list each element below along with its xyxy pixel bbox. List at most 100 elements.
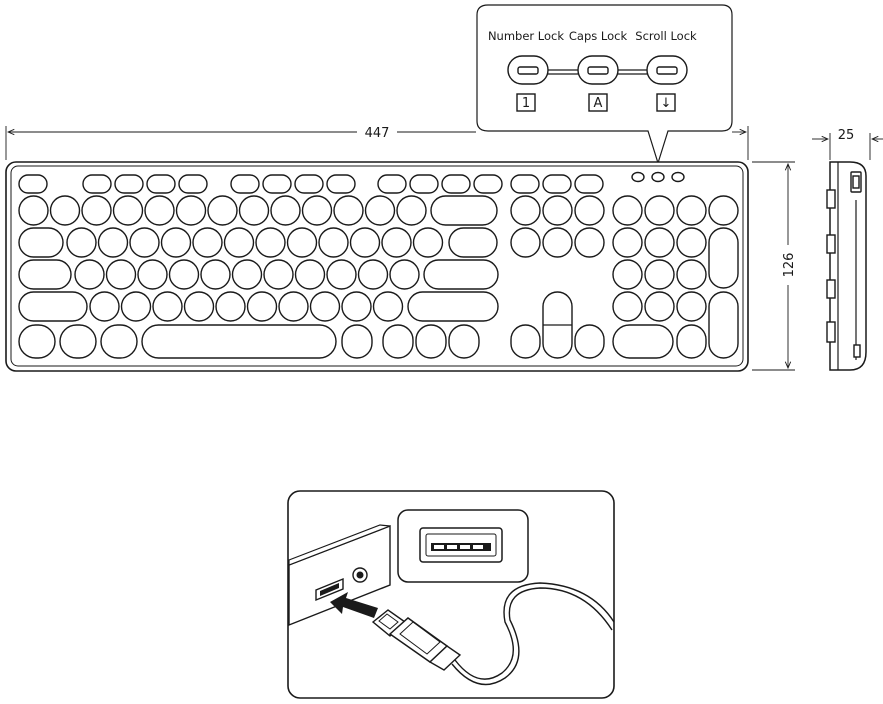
- numpad-key: [677, 228, 706, 257]
- keycap: [575, 228, 604, 257]
- modifier-key: [19, 325, 55, 358]
- numpad-key: [613, 292, 642, 321]
- right-shift-key: [408, 292, 498, 321]
- keycap: [90, 292, 119, 321]
- numpad-key: [677, 196, 706, 225]
- keycap: [543, 228, 572, 257]
- keycap: [575, 196, 604, 225]
- function-key: [327, 175, 355, 193]
- keycap: [130, 228, 159, 257]
- keycap: [414, 228, 443, 257]
- keycap: [390, 260, 419, 289]
- keycap: [382, 228, 411, 257]
- number-lock-label: Number Lock: [488, 29, 564, 43]
- keycap: [303, 196, 332, 225]
- space-key: [142, 325, 336, 358]
- keyboard-side-view: 25: [812, 128, 883, 370]
- function-key: [231, 175, 259, 193]
- function-key: [263, 175, 291, 193]
- numpad-key: [709, 196, 738, 225]
- keycap: [177, 196, 206, 225]
- modifier-key: [416, 325, 446, 358]
- number-lock-symbol: 1: [522, 96, 530, 111]
- scroll-lock-label: Scroll Lock: [635, 29, 697, 43]
- function-key: [115, 175, 143, 193]
- keycap: [107, 260, 136, 289]
- keycap: [511, 196, 540, 225]
- keycap: [248, 292, 277, 321]
- depth-label: 25: [838, 128, 855, 143]
- width-label: 447: [365, 126, 390, 141]
- numpad-zero-key: [613, 325, 673, 358]
- caps-lock-label: Caps Lock: [569, 29, 628, 43]
- keycap: [201, 260, 230, 289]
- arrow-left-key: [511, 325, 540, 358]
- function-key: [295, 175, 323, 193]
- led-dots: [632, 173, 684, 182]
- numpad-plus-key: [709, 228, 738, 288]
- numpad-key: [645, 228, 674, 257]
- keycap: [170, 260, 199, 289]
- keycap: [208, 196, 237, 225]
- enter-key: [424, 260, 498, 289]
- modifier-key: [342, 325, 372, 358]
- function-key: [378, 175, 406, 193]
- keycap: [511, 228, 540, 257]
- numpad-key: [645, 260, 674, 289]
- keycap: [288, 228, 317, 257]
- left-shift-key: [19, 292, 87, 321]
- keycap: [82, 196, 111, 225]
- keycap: [19, 196, 48, 225]
- keycap: [311, 292, 340, 321]
- keycap: [225, 228, 254, 257]
- keycap: [185, 292, 214, 321]
- caps-lock-indicator: Caps Lock A: [569, 29, 628, 111]
- backspace-key: [431, 196, 497, 225]
- keycap: [271, 196, 300, 225]
- modifier-key: [101, 325, 137, 358]
- function-key: [543, 175, 571, 193]
- modifier-key: [383, 325, 413, 358]
- keycap: [138, 260, 167, 289]
- keycap: [351, 228, 380, 257]
- keycap: [256, 228, 285, 257]
- keycap: [334, 196, 363, 225]
- numpad-key: [677, 260, 706, 289]
- function-key: [474, 175, 502, 193]
- keycap: [216, 292, 245, 321]
- usb-connection-illustration: [288, 491, 614, 698]
- function-key: [442, 175, 470, 193]
- keycap: [114, 196, 143, 225]
- function-key: [511, 175, 539, 193]
- keycap: [99, 228, 128, 257]
- caps-lock-symbol: A: [594, 96, 603, 111]
- arrow-right-key: [575, 325, 604, 358]
- keycap: [51, 196, 80, 225]
- height-label: 126: [782, 253, 797, 278]
- keycap: [319, 228, 348, 257]
- esc-key: [19, 175, 47, 193]
- keycap: [374, 292, 403, 321]
- keyboard-top-view: [6, 162, 748, 371]
- keycap: [75, 260, 104, 289]
- tab-key: [19, 228, 63, 257]
- modifier-key: [60, 325, 96, 358]
- function-key: [179, 175, 207, 193]
- indicator-callout: Number Lock 1 Caps Lock A Scroll Lock ↓: [477, 5, 732, 163]
- keycap: [327, 260, 356, 289]
- keycap: [162, 228, 191, 257]
- caps-lock-key: [19, 260, 71, 289]
- keycap: [122, 292, 151, 321]
- keycap: [397, 196, 426, 225]
- keycap: [233, 260, 262, 289]
- backslash-key: [449, 228, 497, 257]
- function-key: [575, 175, 603, 193]
- function-key: [410, 175, 438, 193]
- keycap: [296, 260, 325, 289]
- keycap: [359, 260, 388, 289]
- numpad-key: [613, 196, 642, 225]
- numpad-dot-key: [677, 325, 706, 358]
- scroll-lock-symbol: ↓: [661, 96, 672, 111]
- keycap: [153, 292, 182, 321]
